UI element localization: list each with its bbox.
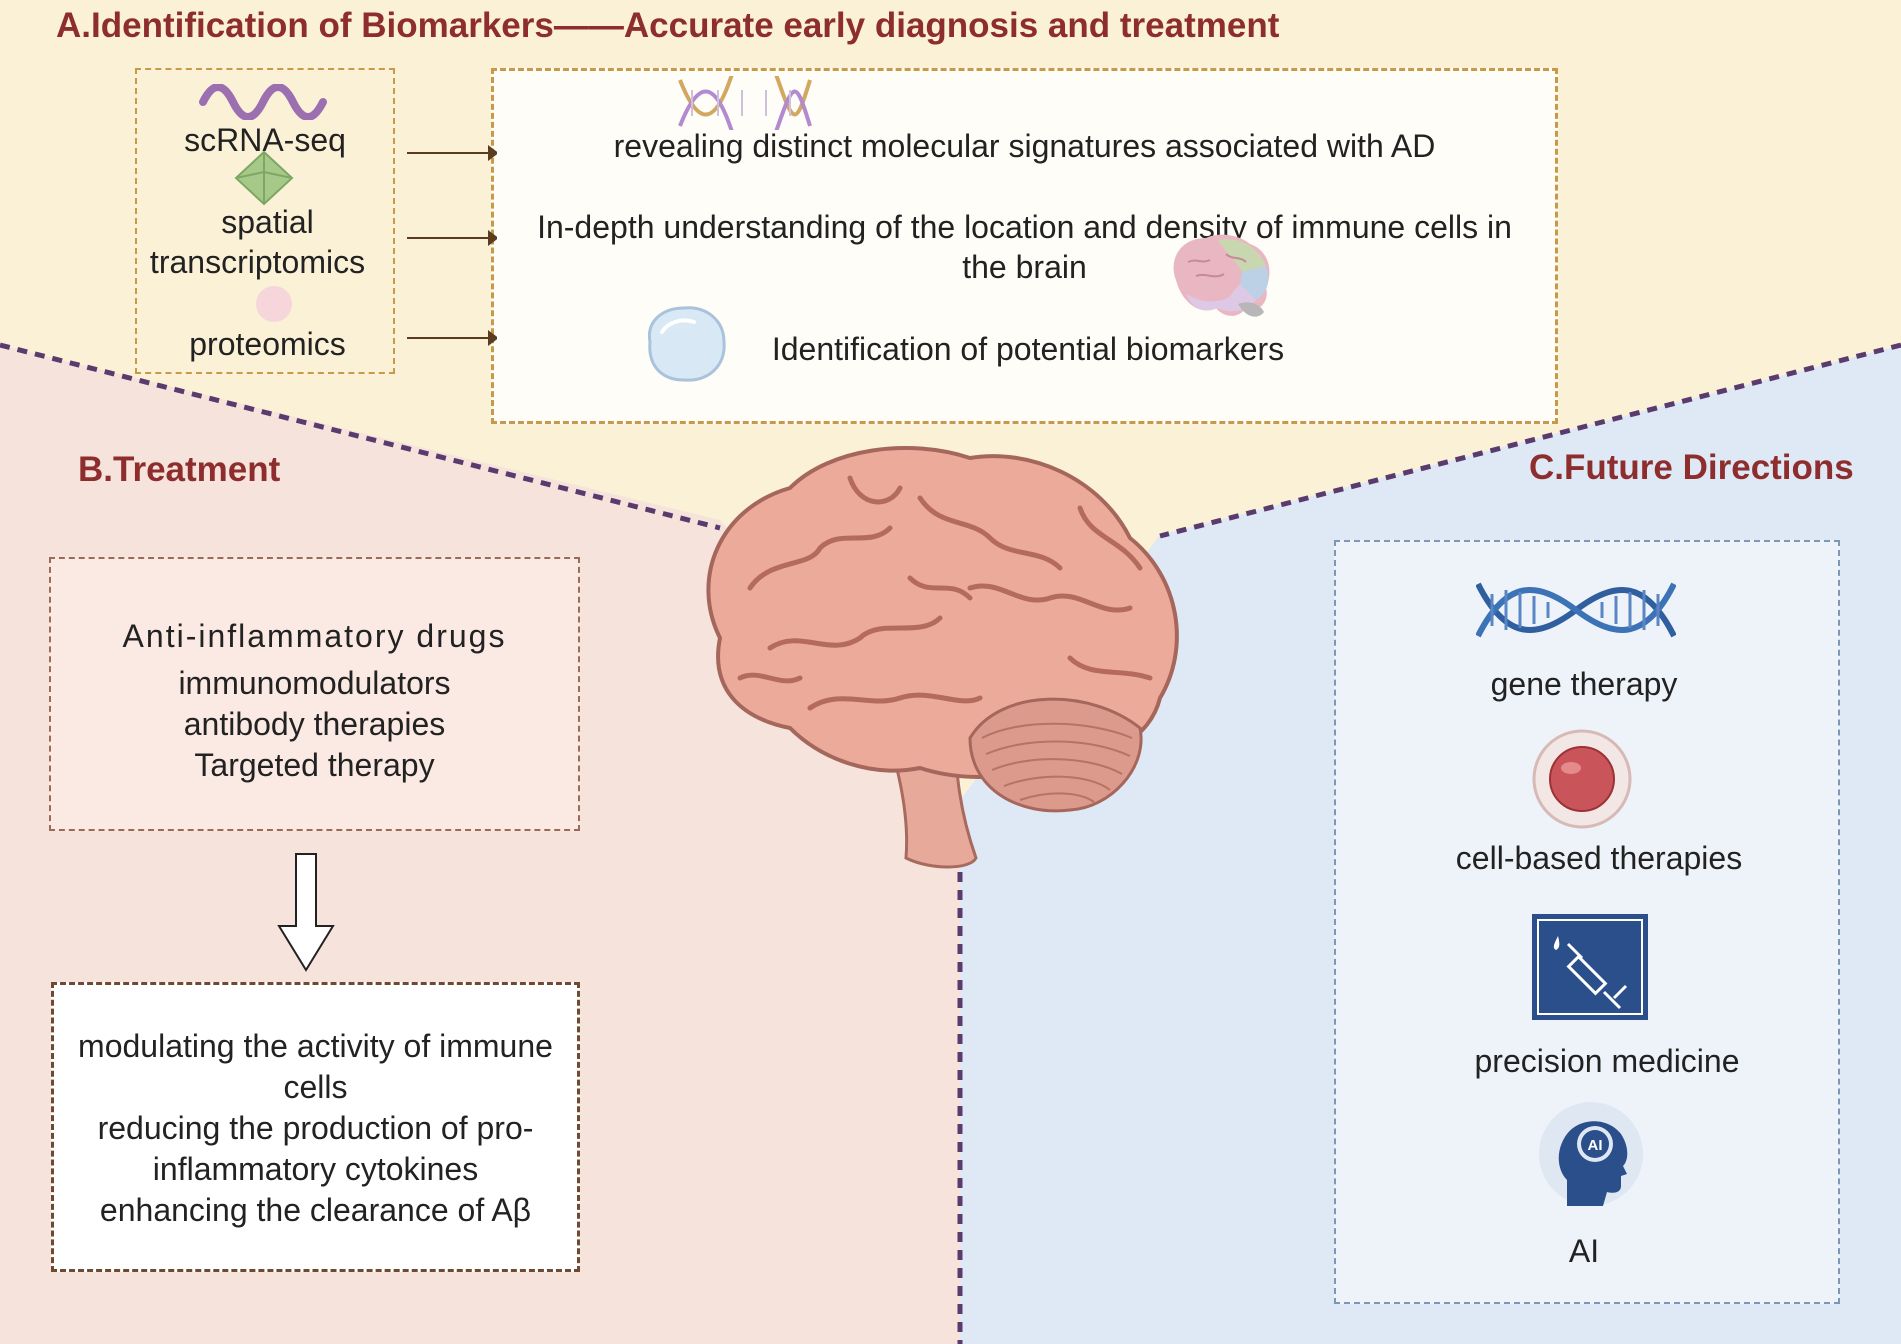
therapy-anti-inflammatory: Anti-inflammatory drugs (122, 618, 507, 654)
method-proteomics: proteomics (189, 326, 346, 362)
panel-b-title: B.Treatment (78, 450, 281, 489)
panel-a-title: A.Identification of Biomarkers——Accurate… (56, 6, 1280, 45)
effect-line-2: cells (283, 1069, 348, 1105)
crystal-icon (234, 150, 294, 206)
effect-line-1: modulating the activity of immune (78, 1028, 553, 1064)
dna-icon (1476, 582, 1676, 638)
method-transcriptomics: transcriptomics (149, 244, 366, 280)
therapy-immunomodulators: immunomodulators (178, 665, 451, 701)
cell-icon (647, 306, 726, 382)
future-gene-therapy: gene therapy (1490, 666, 1678, 702)
rna-wave-icon (199, 84, 327, 120)
method-spatial: spatial (221, 204, 314, 240)
finding-molecular-signatures: revealing distinct molecular signatures … (613, 128, 1436, 164)
brain-color-icon (1173, 234, 1270, 317)
effects-box (51, 982, 580, 1272)
finding-immune-location-line1: In-depth understanding of the location a… (537, 209, 1512, 245)
dna-helix-icon (678, 76, 812, 130)
finding-immune-location-line2: the brain (962, 249, 1087, 285)
ai-head-icon: AI (1539, 1102, 1643, 1206)
protein-dot-icon (256, 286, 292, 322)
therapies-box (49, 557, 580, 831)
effect-line-3: reducing the production of pro- (97, 1110, 534, 1146)
finding-potential-biomarkers: Identification of potential biomarkers (771, 331, 1285, 367)
future-precision-medicine: precision medicine (1474, 1043, 1740, 1079)
methods-box (135, 68, 395, 374)
therapy-targeted: Targeted therapy (194, 747, 435, 783)
cell-sphere-icon (1532, 729, 1632, 829)
method-arrows (407, 145, 497, 346)
future-ai: AI (1568, 1233, 1600, 1269)
therapy-antibody: antibody therapies (183, 706, 446, 742)
effect-line-5: enhancing the clearance of Aβ (99, 1192, 532, 1228)
brain-icon (706, 446, 1179, 869)
ai-badge: AI (1588, 1137, 1603, 1154)
down-arrow-icon (277, 853, 335, 972)
syringe-icon (1532, 914, 1648, 1020)
panel-c-title: C.Future Directions (1529, 448, 1854, 487)
effect-line-4: inflammatory cytokines (152, 1151, 479, 1187)
future-cell-based-therapies: cell-based therapies (1455, 840, 1743, 876)
